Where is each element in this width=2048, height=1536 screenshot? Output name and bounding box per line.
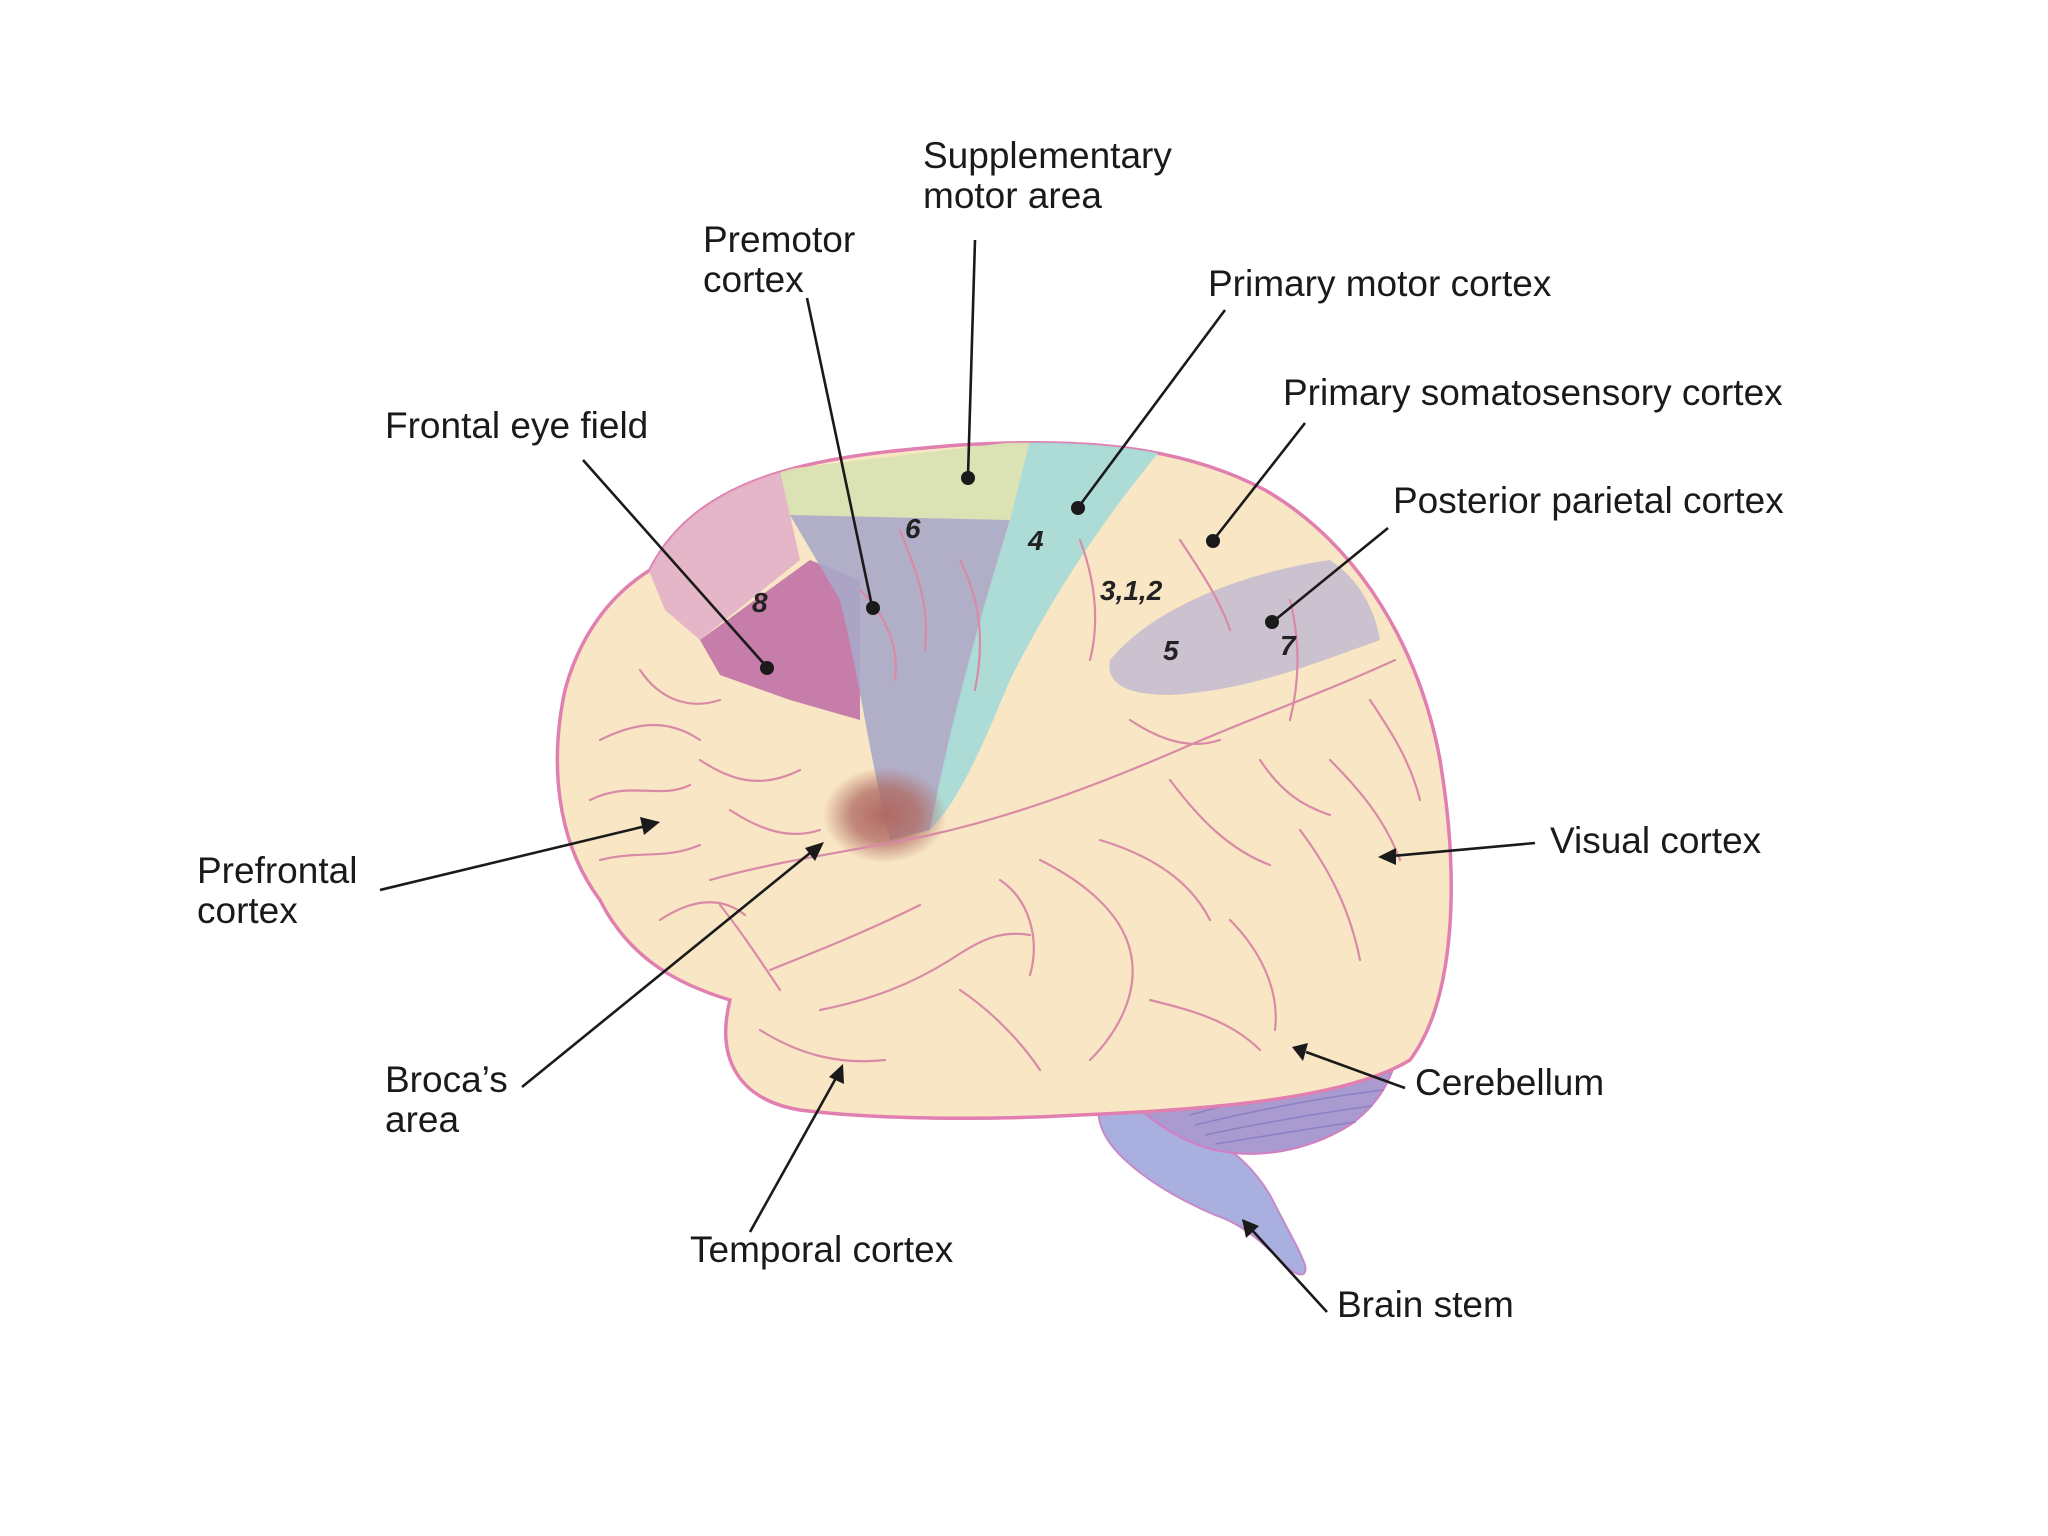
label-prefrontal-cortex: Prefrontal cortex: [197, 850, 368, 931]
primary-motor-region: [930, 442, 1165, 830]
label-posterior-parietal-cortex: Posterior parietal cortex: [1393, 480, 1784, 521]
area-number-5: 5: [1163, 635, 1179, 666]
label-supplementary-motor-area: Supplementary motor area: [923, 135, 1182, 216]
label-cerebellum: Cerebellum: [1415, 1062, 1604, 1103]
label-primary-somatosensory-cortex: Primary somatosensory cortex: [1283, 372, 1783, 413]
leader-dot-lines: [582, 239, 1389, 675]
label-premotor-cortex: Premotor cortex: [703, 219, 865, 300]
sulci-lines: [588, 528, 1422, 1072]
area-number-4: 4: [1027, 525, 1044, 556]
brocas-area-region: [823, 767, 947, 863]
frontal-eye-field-region: [700, 560, 860, 720]
label-frontal-eye-field: Frontal eye field: [385, 405, 648, 446]
area-number-8: 8: [752, 587, 768, 618]
area-number-3-1-2: 3,1,2: [1100, 575, 1163, 606]
label-brain-stem: Brain stem: [1337, 1284, 1514, 1325]
leader-arrow-lines: [379, 817, 1536, 1313]
label-primary-motor-cortex: Primary motor cortex: [1208, 263, 1552, 304]
posterior-parietal-region: [1109, 560, 1380, 695]
premotor-region: [790, 515, 1010, 840]
area-number-7: 7: [1280, 630, 1297, 661]
area-number-6: 6: [905, 513, 921, 544]
label-temporal-cortex: Temporal cortex: [690, 1229, 954, 1270]
label-visual-cortex: Visual cortex: [1550, 820, 1762, 861]
label-brocas-area: Broca’s area: [385, 1059, 518, 1140]
